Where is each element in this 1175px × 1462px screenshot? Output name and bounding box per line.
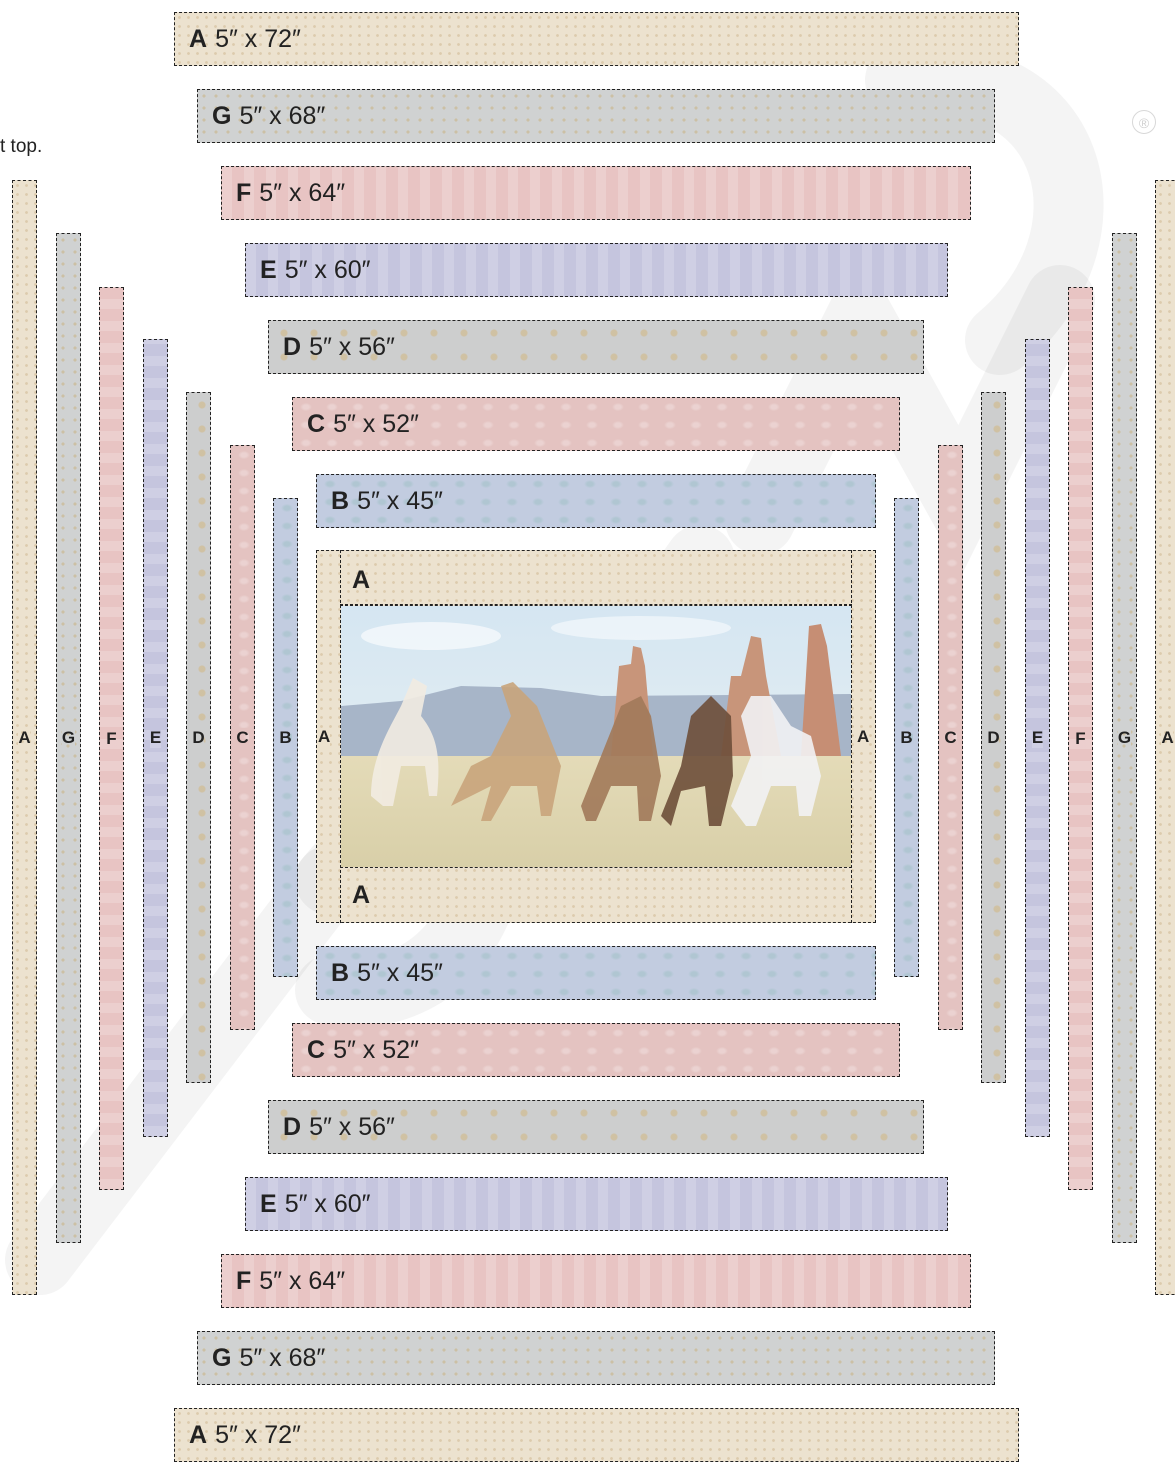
strip-letter: B bbox=[279, 728, 291, 748]
strip-letter: G bbox=[62, 728, 75, 748]
strip-F-right: F bbox=[1068, 287, 1093, 1190]
strip-letter: C bbox=[307, 410, 325, 438]
strip-letter: E bbox=[1032, 728, 1043, 748]
strip-letter: G bbox=[1118, 728, 1131, 748]
strip-letter: C bbox=[944, 728, 956, 748]
strip-E-bottom: E 5″ x 60″ bbox=[245, 1177, 948, 1231]
strip-size: 5″ x 64″ bbox=[259, 179, 345, 207]
strip-E-right: E bbox=[1025, 339, 1050, 1137]
strip-size: 5″ x 52″ bbox=[333, 410, 419, 438]
strip-letter: E bbox=[260, 1190, 277, 1218]
strip-B-top: B 5″ x 45″ bbox=[316, 474, 876, 528]
panel-border-label-top: A bbox=[352, 566, 370, 595]
panel-border-label-bottom: A bbox=[352, 881, 370, 910]
strip-B-bottom: B 5″ x 45″ bbox=[316, 946, 876, 1000]
strip-E-top: E 5″ x 60″ bbox=[245, 243, 948, 297]
strip-G-left: G bbox=[56, 233, 81, 1243]
strip-letter: F bbox=[106, 729, 116, 749]
strip-G-top: G 5″ x 68″ bbox=[197, 89, 995, 143]
strip-letter: G bbox=[212, 1344, 231, 1372]
strip-letter: F bbox=[1075, 729, 1085, 749]
strip-letter: B bbox=[900, 728, 912, 748]
seam-line-left bbox=[340, 550, 341, 923]
strip-size: 5″ x 64″ bbox=[259, 1267, 345, 1295]
strip-letter: B bbox=[331, 487, 349, 515]
strip-letter: A bbox=[1161, 728, 1173, 748]
strip-C-left: C bbox=[230, 445, 255, 1030]
strip-letter: D bbox=[987, 728, 999, 748]
seam-line-right bbox=[851, 550, 852, 923]
registered-trademark-icon: ® bbox=[1132, 110, 1156, 134]
strip-size: 5″ x 45″ bbox=[357, 959, 443, 987]
strip-letter: G bbox=[212, 102, 231, 130]
panel-border-label-right: A bbox=[857, 728, 869, 746]
strip-D-left: D bbox=[186, 392, 211, 1083]
strip-D-right: D bbox=[981, 392, 1006, 1083]
strip-letter: B bbox=[331, 959, 349, 987]
strip-letter: D bbox=[283, 333, 301, 361]
strip-G-right: G bbox=[1112, 233, 1137, 1243]
strip-size: 5″ x 56″ bbox=[309, 333, 395, 361]
strip-B-right: B bbox=[894, 498, 919, 977]
strip-size: 5″ x 60″ bbox=[285, 256, 371, 284]
strip-D-top: D 5″ x 56″ bbox=[268, 320, 924, 374]
strip-letter: D bbox=[283, 1113, 301, 1141]
strip-F-top: F 5″ x 64″ bbox=[221, 166, 971, 220]
strip-size: 5″ x 56″ bbox=[309, 1113, 395, 1141]
strip-letter: C bbox=[236, 728, 248, 748]
strip-C-top: C 5″ x 52″ bbox=[292, 397, 900, 451]
strip-letter: E bbox=[260, 256, 277, 284]
strip-size: 5″ x 68″ bbox=[239, 102, 325, 130]
strip-letter: A bbox=[189, 25, 207, 53]
strip-C-right: C bbox=[938, 445, 963, 1030]
horses-scene-art bbox=[341, 606, 852, 868]
strip-D-bottom: D 5″ x 56″ bbox=[268, 1100, 924, 1154]
strip-letter: A bbox=[18, 728, 30, 748]
seam-line-top bbox=[340, 604, 852, 605]
strip-G-bottom: G 5″ x 68″ bbox=[197, 1331, 995, 1385]
strip-letter: E bbox=[150, 728, 161, 748]
strip-F-bottom: F 5″ x 64″ bbox=[221, 1254, 971, 1308]
horses-desert-image bbox=[340, 605, 852, 868]
strip-letter: F bbox=[236, 1267, 251, 1295]
strip-F-left: F bbox=[99, 287, 124, 1190]
strip-size: 5″ x 60″ bbox=[285, 1190, 371, 1218]
strip-letter: D bbox=[192, 728, 204, 748]
strip-A-left: A bbox=[12, 180, 37, 1295]
panel-border-label-left: A bbox=[318, 728, 330, 746]
strip-size: 5″ x 72″ bbox=[215, 25, 301, 53]
strip-B-left: B bbox=[273, 498, 298, 977]
strip-C-bottom: C 5″ x 52″ bbox=[292, 1023, 900, 1077]
strip-size: 5″ x 68″ bbox=[239, 1344, 325, 1372]
strip-size: 5″ x 52″ bbox=[333, 1036, 419, 1064]
strip-A-right: A bbox=[1155, 180, 1175, 1295]
strip-letter: A bbox=[189, 1421, 207, 1449]
strip-letter: C bbox=[307, 1036, 325, 1064]
strip-size: 5″ x 45″ bbox=[357, 487, 443, 515]
instruction-note: t top. bbox=[0, 136, 42, 158]
strip-size: 5″ x 72″ bbox=[215, 1421, 301, 1449]
strip-letter: F bbox=[236, 179, 251, 207]
strip-A-bottom: A 5″ x 72″ bbox=[174, 1408, 1019, 1462]
strip-A-top: A 5″ x 72″ bbox=[174, 12, 1019, 66]
strip-E-left: E bbox=[143, 339, 168, 1137]
